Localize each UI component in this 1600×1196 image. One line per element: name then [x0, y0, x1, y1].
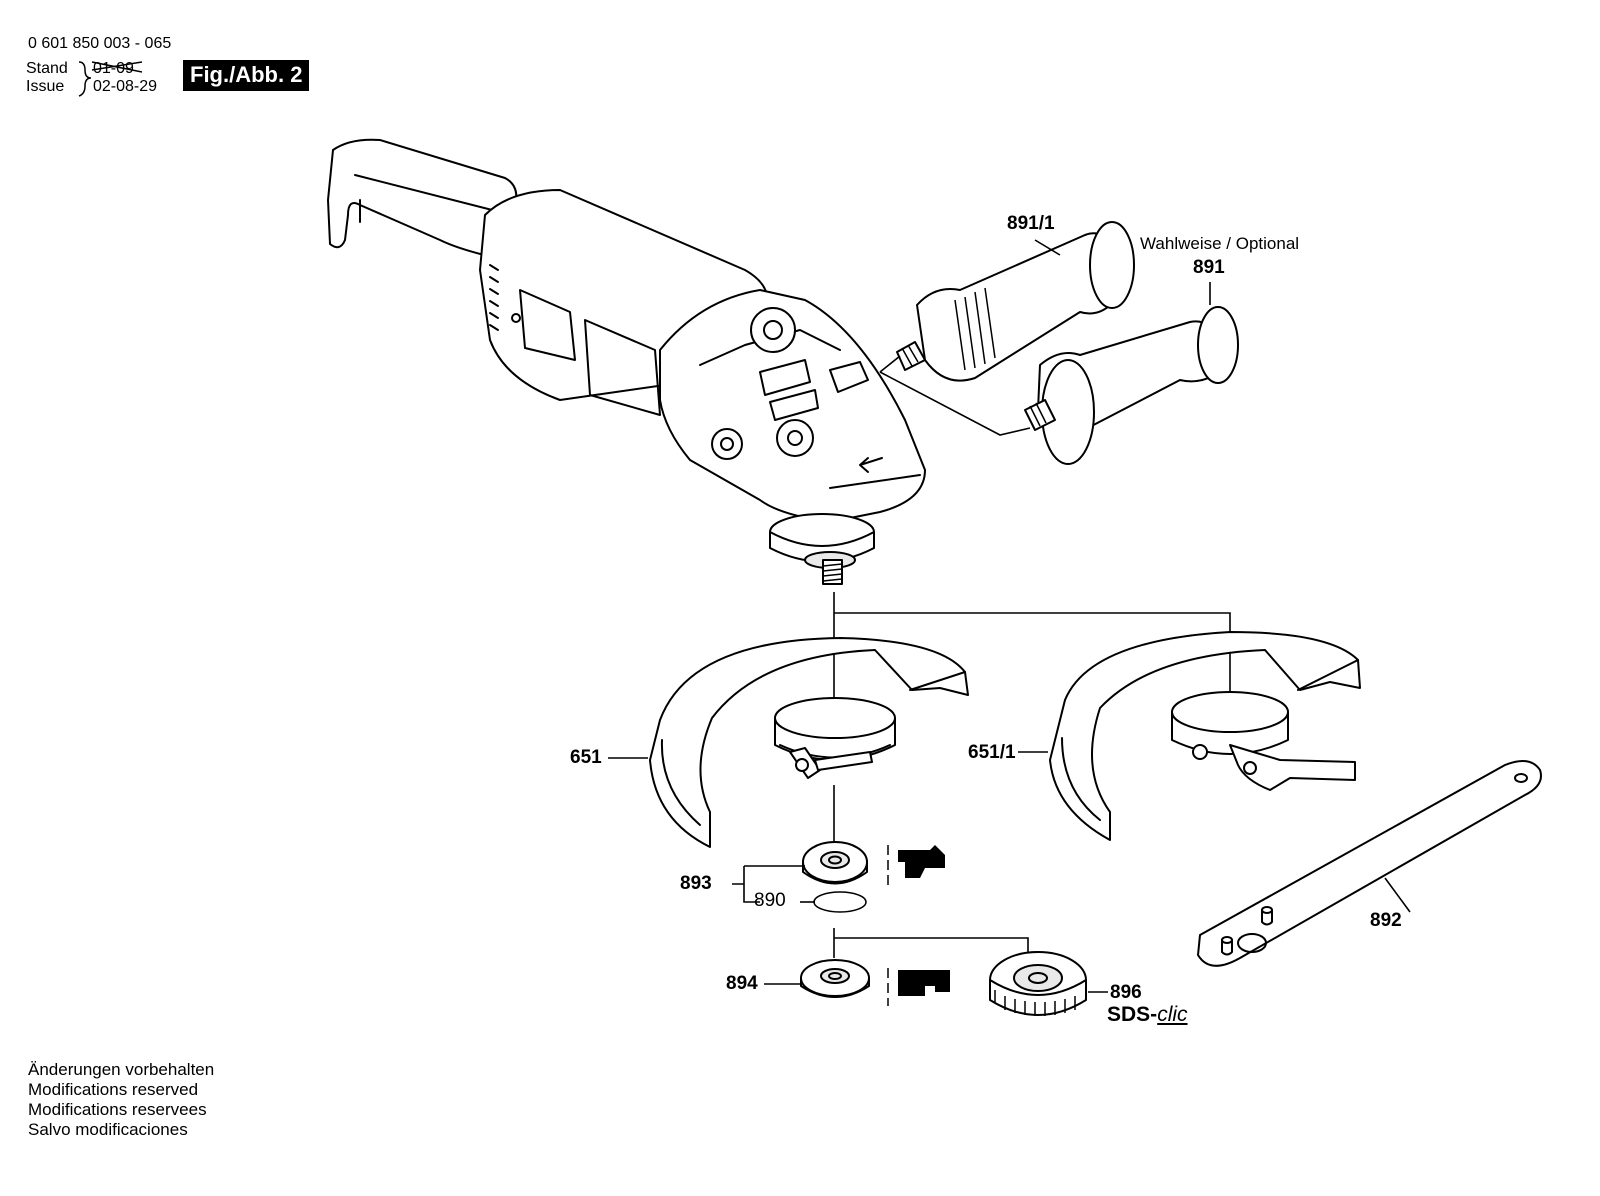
figure-label: Fig./Abb. 2 — [183, 60, 310, 91]
bracket-893 — [732, 865, 805, 903]
optional-note: Wahlweise / Optional — [1140, 234, 1300, 253]
sds-clic-logo: SDS-clic — [1107, 1003, 1188, 1027]
callout-893: 893 — [680, 873, 712, 894]
stand-label: Stand — [26, 60, 68, 77]
wheel-guard-651-1 — [1049, 631, 1361, 841]
callout-891: 891 — [1193, 257, 1225, 278]
callout-896: 896 — [1110, 982, 1142, 1003]
side-handle-891 — [1024, 306, 1239, 465]
spanner-wrench-892 — [1197, 760, 1542, 967]
quick-clamping-nut-896 — [989, 951, 1087, 1016]
footer-notes: Änderungen vorbehalten Modifications res… — [28, 1060, 214, 1140]
callout-651: 651 — [570, 747, 602, 768]
sds-prefix: SDS- — [1107, 1003, 1158, 1026]
issue-date: 02-08-29 — [93, 78, 158, 95]
callout-651-1: 651/1 — [968, 742, 1016, 763]
note-english: Modifications reserved — [28, 1080, 199, 1099]
callout-894: 894 — [726, 973, 758, 994]
callout-891-1: 891/1 — [1007, 213, 1055, 234]
callout-890: 890 — [754, 890, 786, 911]
issue-label: Issue — [26, 78, 65, 95]
callout-892: 892 — [1370, 910, 1402, 931]
note-german: Änderungen vorbehalten — [28, 1060, 215, 1079]
side-handle-891-1 — [896, 221, 1135, 382]
note-spanish: Salvo modificaciones — [28, 1120, 188, 1139]
wheel-guard-651 — [649, 637, 969, 848]
mounting-flange-893 — [802, 841, 868, 913]
clamping-flange-894 — [800, 959, 870, 998]
sds-suffix: clic — [1157, 1003, 1188, 1026]
part-number: 0 601 850 003 - 065 — [28, 35, 172, 52]
handle-leader-lines — [879, 355, 1031, 436]
flange-894-section-symbol — [887, 968, 950, 1006]
header-brace — [78, 61, 143, 97]
flange-section-symbol — [887, 845, 945, 885]
angle-grinder — [327, 138, 926, 585]
note-french: Modifications reservees — [28, 1100, 207, 1119]
